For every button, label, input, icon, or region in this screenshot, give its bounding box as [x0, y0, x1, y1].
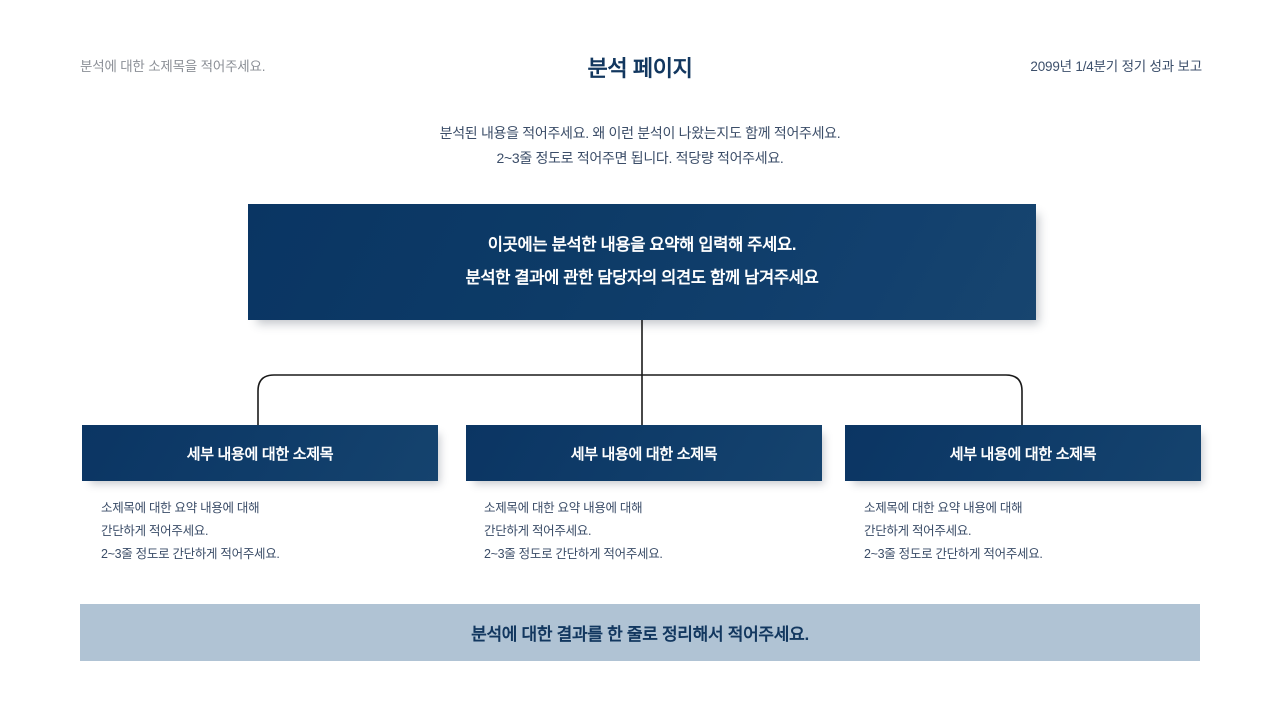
- intro-paragraph: 분석된 내용을 적어주세요. 왜 이런 분석이 나왔는지도 함께 적어주세요. …: [0, 121, 1280, 171]
- sub-box-3-title: 세부 내용에 대한 소제목: [949, 445, 1097, 463]
- sub-box-2-title: 세부 내용에 대한 소제목: [570, 445, 718, 463]
- main-summary-box: 이곳에는 분석한 내용을 요약해 입력해 주세요. 분석한 결과에 관한 담당자…: [248, 204, 1036, 320]
- sub-box-2-desc-line-2: 간단하게 적어주세요.: [484, 524, 592, 538]
- connector-left-branch: [257, 374, 642, 425]
- sub-box-3-description: 소제목에 대한 요약 내용에 대해 간단하게 적어주세요. 2~3줄 정도로 간…: [864, 497, 1043, 566]
- sub-box-3-desc-line-1: 소제목에 대한 요약 내용에 대해: [864, 501, 1023, 515]
- sub-box-1-title: 세부 내용에 대한 소제목: [186, 445, 334, 463]
- header-report-period: 2099년 1/4분기 정기 성과 보고: [1030, 59, 1202, 74]
- sub-box-1-desc-line-3: 2~3줄 정도로 간단하게 적어주세요.: [101, 547, 280, 561]
- sub-box-2-desc-line-3: 2~3줄 정도로 간단하게 적어주세요.: [484, 547, 663, 561]
- sub-box-2-desc-line-1: 소제목에 대한 요약 내용에 대해: [484, 501, 643, 515]
- sub-box-1-description: 소제목에 대한 요약 내용에 대해 간단하게 적어주세요. 2~3줄 정도로 간…: [101, 497, 280, 566]
- sub-box-3-desc-line-3: 2~3줄 정도로 간단하게 적어주세요.: [864, 547, 1043, 561]
- header-subtitle-note: 분석에 대한 소제목을 적어주세요.: [80, 59, 266, 74]
- sub-box-1-desc-line-2: 간단하게 적어주세요.: [101, 524, 209, 538]
- sub-box-3-desc-line-2: 간단하게 적어주세요.: [864, 524, 972, 538]
- sub-box-1: 세부 내용에 대한 소제목: [82, 425, 438, 481]
- main-summary-line-2: 분석한 결과에 관한 담당자의 의견도 함께 남겨주세요: [465, 269, 819, 287]
- sub-box-2: 세부 내용에 대한 소제목: [466, 425, 822, 481]
- intro-line-1: 분석된 내용을 적어주세요. 왜 이런 분석이 나왔는지도 함께 적어주세요.: [439, 125, 841, 141]
- sub-box-1-desc-line-1: 소제목에 대한 요약 내용에 대해: [101, 501, 260, 515]
- page-title: 분석 페이지: [587, 56, 693, 81]
- sub-box-3: 세부 내용에 대한 소제목: [845, 425, 1201, 481]
- connector-right-branch: [642, 374, 1023, 425]
- sub-box-2-description: 소제목에 대한 요약 내용에 대해 간단하게 적어주세요. 2~3줄 정도로 간…: [484, 497, 663, 566]
- conclusion-text: 분석에 대한 결과를 한 줄로 정리해서 적어주세요.: [471, 625, 809, 644]
- conclusion-bar: 분석에 대한 결과를 한 줄로 정리해서 적어주세요.: [80, 604, 1200, 661]
- main-summary-text: 이곳에는 분석한 내용을 요약해 입력해 주세요. 분석한 결과에 관한 담당자…: [465, 229, 818, 295]
- main-summary-line-1: 이곳에는 분석한 내용을 요약해 입력해 주세요.: [487, 236, 797, 254]
- intro-line-2: 2~3줄 정도로 적어주면 됩니다. 적당량 적어주세요.: [496, 150, 784, 166]
